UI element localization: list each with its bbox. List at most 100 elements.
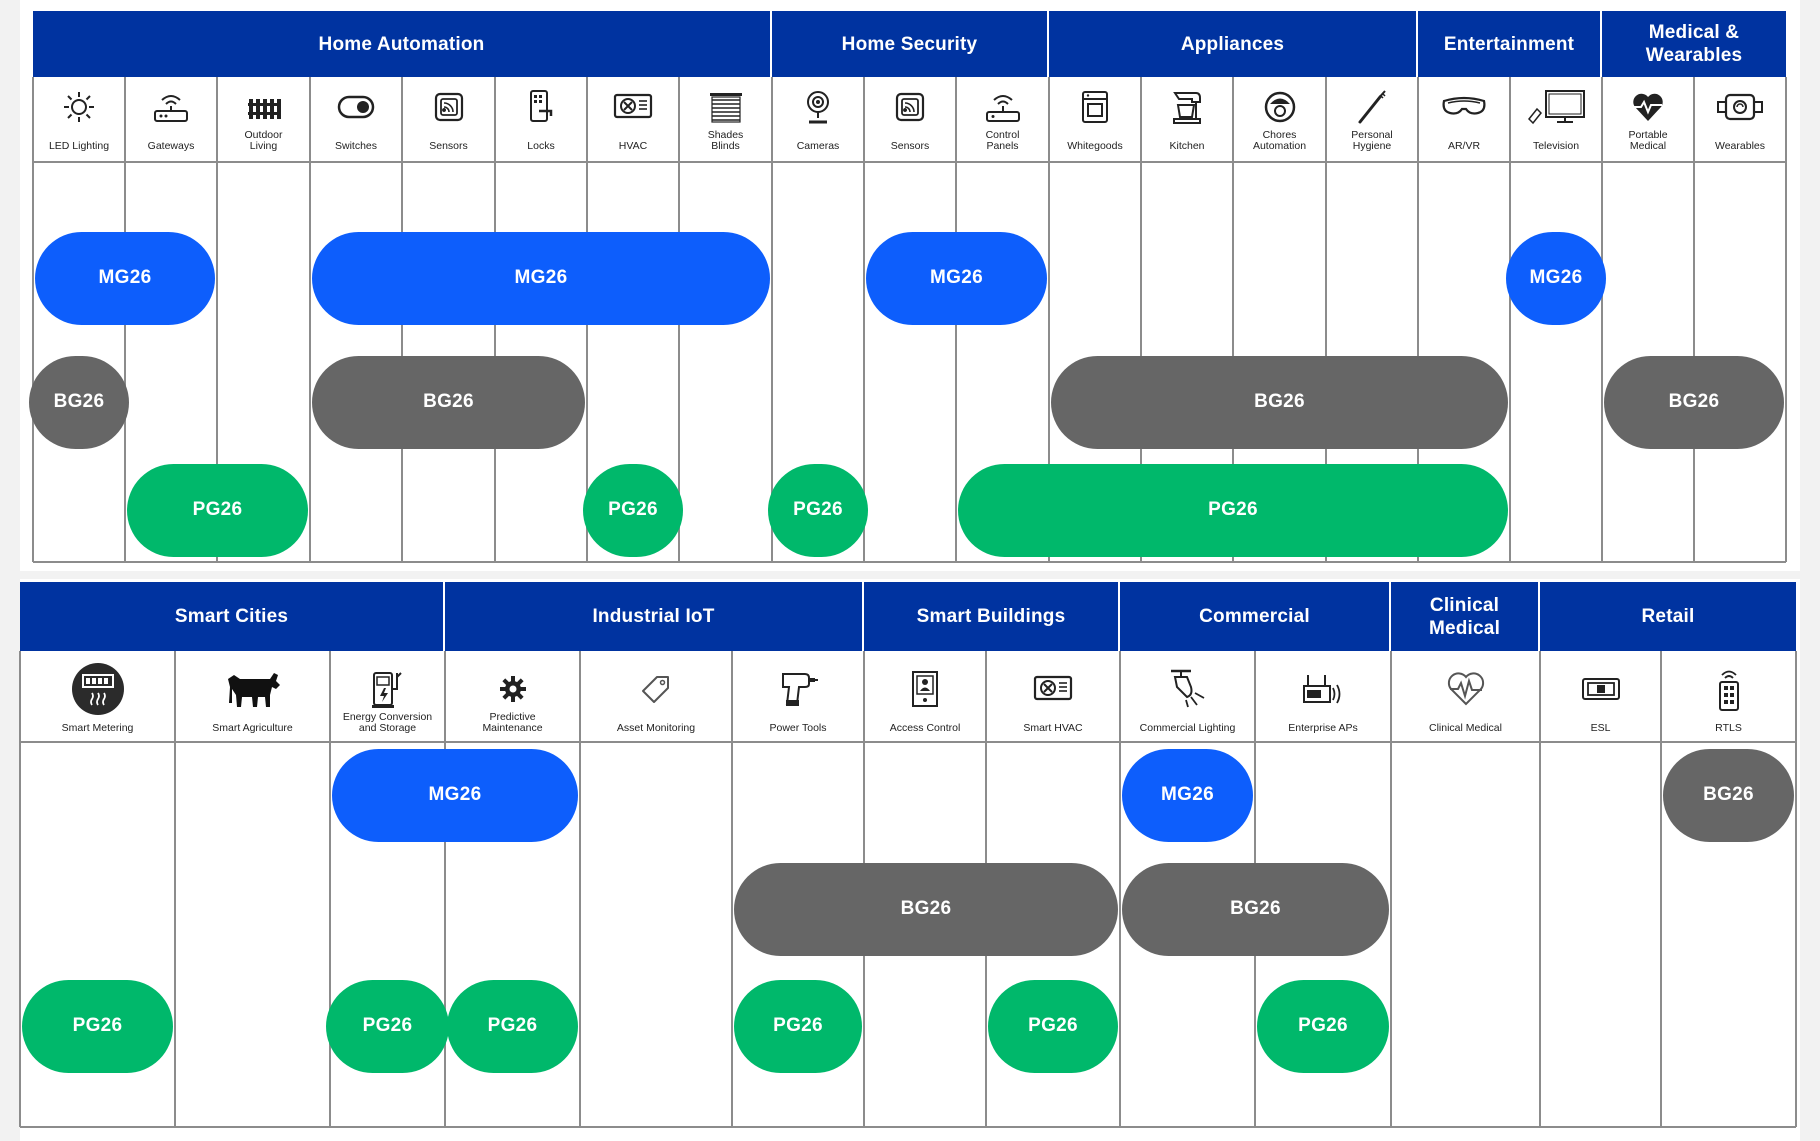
television-icon (1510, 87, 1602, 127)
mixer-icon (1141, 87, 1233, 127)
category-header-commercial: Commercial (1120, 582, 1391, 651)
bar-mg26-switches[interactable]: MG26 (312, 231, 770, 325)
column-smart-metering: Smart Metering (20, 651, 175, 741)
cow-icon (175, 661, 330, 716)
category-header-smart-cities: Smart Cities (20, 582, 445, 651)
bar-pg26-enterprise-aps[interactable]: PG26 (1257, 979, 1389, 1073)
grid-bottom-border (20, 1126, 1796, 1128)
column-hvac: HVAC (587, 77, 679, 161)
ev-charger-icon (330, 661, 445, 716)
bar-pg26-power-tools[interactable]: PG26 (734, 979, 862, 1073)
column-label: Asset Monitoring (616, 722, 696, 734)
bar-pg26-hvac[interactable]: PG26 (583, 463, 683, 557)
access-point-icon (1255, 661, 1391, 716)
column-led-lighting: LED Lighting (33, 77, 125, 161)
category-header-retail: Retail (1540, 582, 1796, 651)
column-label: Wearables (1715, 140, 1765, 152)
grid-column-line (216, 77, 218, 562)
column-label: Kitchen (1169, 140, 1205, 152)
bar-bg26-commercial-lighting[interactable]: BG26 (1122, 862, 1389, 956)
robot-vacuum-icon (1233, 87, 1326, 127)
column-switches: Switches (310, 77, 402, 161)
header-divider (20, 741, 1796, 743)
bar-mg26-led-lighting[interactable]: MG26 (35, 231, 215, 325)
bar-pg26-gateways[interactable]: PG26 (127, 463, 308, 557)
bar-mg26-commercial-lighting[interactable]: MG26 (1122, 748, 1253, 842)
heart-monitor-icon (1602, 87, 1694, 127)
grid-column-line (731, 651, 733, 1127)
grid-column-line (444, 651, 446, 1127)
hvac-icon (587, 87, 679, 127)
bar-pg26-energy-conversion-and-storage[interactable]: PG26 (326, 979, 449, 1073)
column-label: Smart Metering (61, 722, 134, 734)
bar-mg26-energy-conversion-and-storage[interactable]: MG26 (332, 748, 578, 842)
column-label: Gateways (147, 140, 195, 152)
category-header-industrial-iot: Industrial IoT (445, 582, 864, 651)
blinds-icon (679, 87, 772, 127)
column-sensors: Sensors (402, 77, 495, 161)
camera-icon (772, 87, 864, 127)
category-header-entertainment: Entertainment (1418, 11, 1602, 77)
tag-icon (580, 661, 732, 716)
bar-mg26-television[interactable]: MG26 (1506, 231, 1606, 325)
bar-pg26-smart-hvac[interactable]: PG26 (988, 979, 1118, 1073)
grid-column-line (1509, 77, 1511, 562)
bar-pg26-predictive-maintenance[interactable]: PG26 (447, 979, 578, 1073)
grid-column-line (174, 651, 176, 1127)
column-label: Switches (334, 140, 377, 152)
bar-bg26-whitegoods[interactable]: BG26 (1051, 355, 1508, 449)
led-lighting-icon (33, 87, 125, 127)
column-smart-agriculture: Smart Agriculture (175, 651, 330, 741)
grid-column-line (1417, 77, 1419, 562)
smart-meter-icon (20, 661, 175, 716)
bar-bg26-led-lighting[interactable]: BG26 (29, 355, 129, 449)
control-panel-icon (956, 87, 1049, 127)
column-cameras: Cameras (772, 77, 864, 161)
grid-column-line (1601, 77, 1603, 562)
access-control-icon (864, 661, 986, 716)
grid-column-line (1539, 651, 1541, 1127)
grid-column-line (1140, 77, 1142, 562)
column-gateways: Gateways (125, 77, 217, 161)
column-wearables: Wearables (1694, 77, 1786, 161)
column-label: LED Lighting (48, 140, 110, 152)
column-label: Cameras (796, 140, 840, 152)
washer-icon (1049, 87, 1141, 127)
bar-bg26-rtls[interactable]: BG26 (1663, 748, 1794, 842)
rtls-tracker-icon (1661, 661, 1796, 716)
bar-bg26-portable-medical[interactable]: BG26 (1604, 355, 1784, 449)
grid-column-line (309, 77, 311, 562)
grid-column-line (1660, 651, 1662, 1127)
shelf-label-icon (1540, 661, 1661, 716)
column-clinical-medical: Clinical Medical (1391, 651, 1540, 741)
bar-mg26-sensors[interactable]: MG26 (866, 231, 1047, 325)
grid-column-line (1795, 651, 1797, 1127)
column-esl: ESL (1540, 651, 1661, 741)
column-label: Sensors (890, 140, 930, 152)
grid-column-line (863, 77, 865, 562)
bar-bg26-switches[interactable]: BG26 (312, 355, 585, 449)
grid-column-line (1785, 77, 1787, 562)
column-asset-monitoring: Asset Monitoring (580, 651, 732, 741)
drill-icon (732, 661, 864, 716)
bar-pg26-control-panels[interactable]: PG26 (958, 463, 1508, 557)
header-divider (33, 161, 1786, 163)
bar-pg26-smart-metering[interactable]: PG26 (22, 979, 173, 1073)
category-header-appliances: Appliances (1049, 11, 1418, 77)
column-smart-hvac: Smart HVAC (986, 651, 1120, 741)
column-label: Sensors (429, 140, 468, 152)
column-ar-vr: AR/VR (1418, 77, 1510, 161)
bar-bg26-power-tools[interactable]: BG26 (734, 862, 1118, 956)
bar-pg26-cameras[interactable]: PG26 (768, 463, 868, 557)
